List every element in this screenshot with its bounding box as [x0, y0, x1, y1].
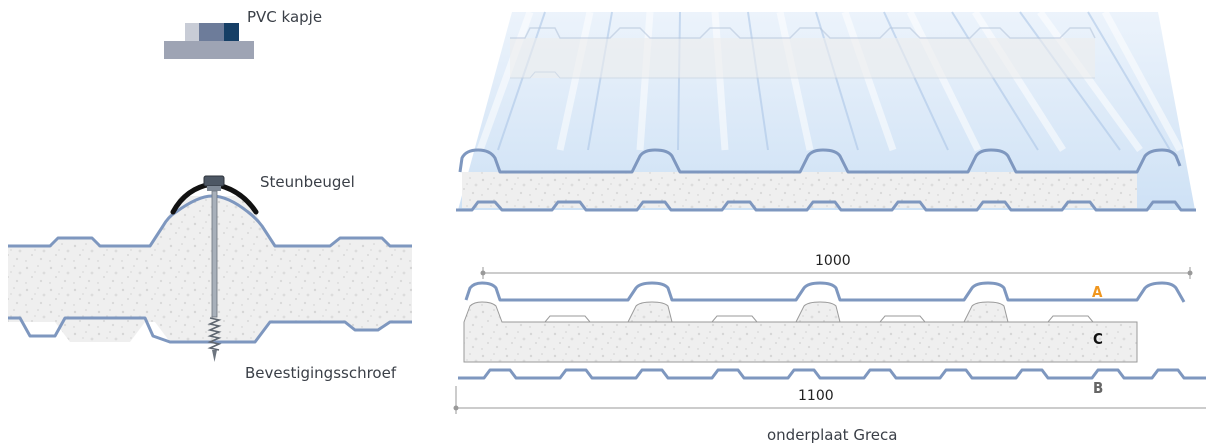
layer-a-profile — [464, 281, 1186, 303]
layer-b-profile — [458, 368, 1206, 380]
left-foam-core — [8, 196, 412, 342]
screw-label: Bevestigingsschroef — [245, 364, 397, 382]
left-cross-section — [8, 175, 412, 362]
dimension-diagram: 1000 A C B 1100 — [453, 253, 1206, 414]
width-1100-label: 1100 — [798, 388, 834, 404]
pvc-cap-illustration — [164, 23, 254, 59]
bracket-label: Steunbeugel — [260, 173, 355, 191]
pvc-cap-label: PVC kapje — [247, 8, 322, 26]
fastening-screw — [203, 175, 225, 362]
left-bottom-profile — [8, 316, 412, 344]
sheet-near-bottom-profile — [456, 200, 1196, 212]
pvc-cap-dark — [224, 23, 239, 41]
layer-c-letter: C — [1093, 330, 1103, 348]
layer-a-letter: A — [1092, 283, 1103, 301]
layer-c-inner-ribs — [502, 315, 1094, 323]
pvc-cap-mid — [199, 23, 224, 41]
layer-b-letter: B — [1093, 379, 1103, 397]
pvc-cap-light — [185, 23, 201, 41]
pvc-cap-base — [164, 41, 254, 59]
caption-onderplaat-greca: onderplaat Greca — [767, 426, 897, 444]
width-1000-label: 1000 — [815, 253, 851, 269]
sheet-near-foam — [462, 172, 1137, 208]
sheet-near-top-profile — [458, 148, 1182, 174]
layer-c-foam — [463, 301, 1138, 363]
perspective-roof-sheet — [456, 9, 1196, 212]
sheet-far-end — [510, 27, 1096, 79]
